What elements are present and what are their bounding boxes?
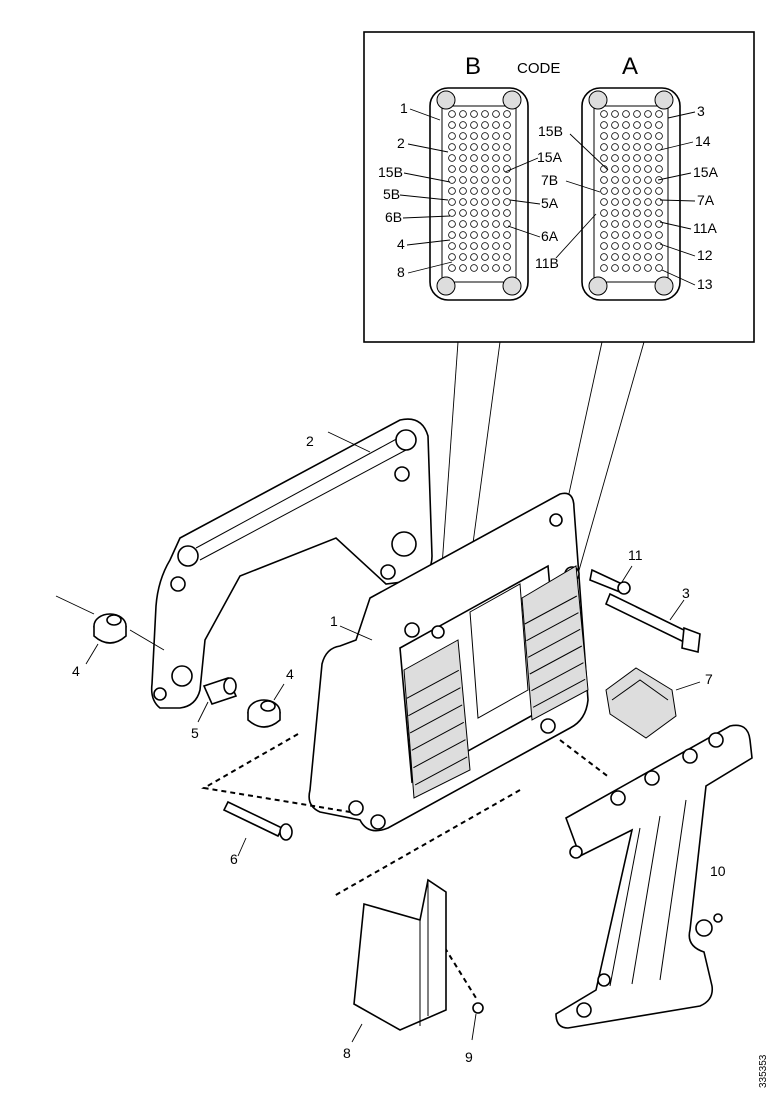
connector-a-diagram (581, 87, 681, 301)
inset-label-2: 2 (397, 135, 405, 151)
callout-part-1: 1 (330, 613, 338, 629)
ecu-connector-a (521, 565, 589, 721)
inset-label-15b-left: 15B (378, 164, 403, 180)
connector-a-title: A (622, 53, 638, 80)
inset-label-15b-mid: 15B (538, 123, 563, 139)
inset-label-15a-mid: 15A (537, 149, 563, 165)
part-4-bushing-left (55, 595, 165, 665)
connector-code-inset: B CODE A 1 2 15B 5B 6B 4 8 15A 5A 6A 11B (363, 31, 755, 656)
part-4-bushing-right (247, 683, 285, 728)
inset-label-11a: 11A (693, 220, 718, 236)
drawing-reference-number: 335353 (758, 1054, 769, 1088)
callout-part-5: 5 (191, 725, 199, 741)
inset-label-12: 12 (697, 247, 713, 263)
callout-part-2: 2 (306, 433, 314, 449)
inset-label-7b: 7B (541, 172, 558, 188)
ecu-connector-b (403, 639, 471, 799)
inset-label-6b: 6B (385, 209, 402, 225)
inset-label-7a: 7A (697, 192, 715, 208)
callout-part-4-left: 4 (72, 663, 80, 679)
part-8-cover (351, 878, 447, 1043)
inset-label-13: 13 (697, 276, 713, 292)
part-7-clip (605, 667, 701, 739)
callout-part-6: 6 (230, 851, 238, 867)
inset-label-14: 14 (695, 133, 711, 149)
part-10-support-frame (555, 724, 753, 1029)
part-11-screw (589, 565, 633, 595)
part-3-bolt (604, 592, 701, 653)
inset-label-1: 1 (400, 100, 408, 116)
callout-part-11: 11 (628, 547, 643, 563)
part-6-long-bolt (222, 800, 293, 857)
connector-b-title: B (465, 53, 481, 80)
callout-part-7: 7 (705, 671, 713, 687)
inset-label-4: 4 (397, 236, 405, 252)
part-1-ecu-frame (308, 492, 589, 832)
inset-label-11b: 11B (535, 255, 559, 271)
part-9-screw (471, 1002, 484, 1041)
inset-label-5b: 5B (383, 186, 400, 202)
inset-label-8: 8 (397, 264, 405, 280)
connector-b-diagram (429, 87, 529, 301)
code-title: CODE (517, 60, 560, 77)
callout-part-9: 9 (465, 1049, 473, 1065)
inset-label-3: 3 (697, 103, 705, 119)
inset-label-15a-right: 15A (693, 164, 719, 180)
inset-label-5a: 5A (541, 195, 559, 211)
callout-part-8: 8 (343, 1045, 351, 1061)
part-5-sleeve (197, 677, 238, 723)
callout-part-10: 10 (710, 863, 726, 879)
inset-label-6a: 6A (541, 228, 559, 244)
part-2-mounting-bracket (150, 418, 433, 709)
callout-part-3: 3 (682, 585, 690, 601)
part-callouts: 2 1 3 4 4 5 6 7 8 9 10 11 (72, 433, 726, 1065)
callout-part-4-right: 4 (286, 666, 294, 682)
